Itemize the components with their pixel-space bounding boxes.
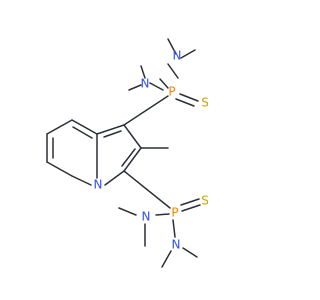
indolizine-bis-thiophosphoramide-structure: P S N N N P S N N: [46, 38, 209, 268]
pyrrole-ring: [96, 124, 142, 186]
pyridine-ring: [46, 119, 98, 186]
atom-n-ring: N: [94, 178, 103, 192]
atom-s-top: S: [201, 96, 209, 110]
atom-p-bottom: P: [171, 206, 178, 220]
atom-n-top-1: N: [141, 77, 150, 91]
bottom-phosphoryl-group: [118, 170, 201, 268]
atom-n-bottom-2: N: [172, 238, 181, 252]
atom-labels: P S N N N P S N N: [94, 49, 209, 252]
atom-n-top-2: N: [173, 49, 182, 63]
atom-n-bottom-1: N: [142, 210, 151, 224]
atom-p-top: P: [168, 85, 175, 99]
atom-s-bottom: S: [201, 194, 209, 208]
top-phosphoryl-group: [123, 38, 199, 126]
